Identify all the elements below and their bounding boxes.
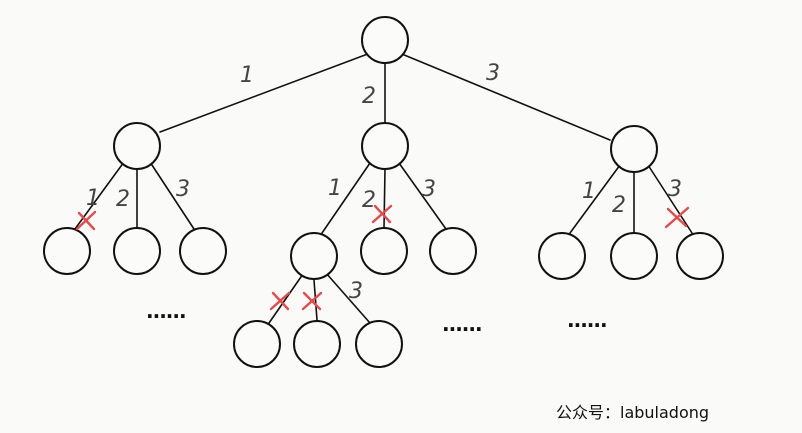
edge-deep-1 (268, 273, 304, 324)
ellipsis-left: ...... (146, 299, 186, 323)
edge-label-mid-2: 2 (362, 188, 376, 213)
edge-label-root-right: 3 (486, 61, 500, 86)
edge-label-right-3: 3 (668, 177, 682, 202)
ellipsis-middle: ...... (442, 312, 482, 336)
pruned-cross-deep-2 (301, 291, 323, 311)
edge-label-mid-3: 3 (422, 177, 436, 202)
edge-label-root-left: 1 (240, 63, 254, 88)
edge-mid-1 (321, 162, 371, 234)
edge-label-mid-1: 1 (328, 176, 342, 201)
tree-node-left-1 (43, 227, 91, 275)
pruned-cross-deep-1 (269, 291, 291, 311)
pruned-cross-left-1 (75, 210, 97, 231)
tree-node-mid-1 (290, 232, 338, 280)
edge-mid-3 (398, 162, 447, 230)
tree-node-left-3 (179, 227, 227, 275)
edge-mid-2 (383, 168, 386, 229)
tree-node-mid (361, 122, 409, 170)
tree-node-left (113, 122, 161, 170)
tree-node-right-1 (538, 232, 586, 280)
tree-node-mid-2 (360, 227, 408, 275)
tree-node-deep-1 (233, 320, 281, 368)
edge-label-root-mid: 2 (362, 84, 376, 109)
edge-right-1 (569, 164, 621, 234)
tree-node-deep-3 (355, 320, 403, 368)
edge-right-3 (647, 164, 693, 234)
pruned-cross-mid-2 (371, 204, 393, 224)
tree-node-right-2 (610, 232, 658, 280)
edge-left-3 (149, 161, 195, 230)
edge-root-left (159, 51, 374, 133)
edge-label-right-1: 1 (582, 179, 596, 204)
tree-node-mid-3 (429, 227, 477, 275)
edge-label-left-1: 1 (86, 186, 100, 211)
edge-deep-3 (325, 272, 371, 324)
edge-deep-2 (313, 279, 318, 321)
edge-label-left-2: 2 (116, 187, 130, 212)
ellipsis-right: ...... (567, 308, 607, 332)
edge-label-deep-3: 3 (349, 279, 363, 304)
edge-label-right-2: 2 (612, 193, 626, 218)
watermark: 公众号：labuladong (556, 403, 709, 422)
tree-node-left-2 (113, 227, 161, 275)
tree-node-deep-2 (293, 320, 341, 368)
tree-node-right (610, 125, 658, 173)
pruned-cross-right-3 (664, 206, 690, 229)
edge-root-right (396, 51, 611, 141)
tree-node-root (361, 16, 409, 64)
edge-label-left-3: 3 (176, 177, 190, 202)
tree-node-right-3 (676, 232, 724, 280)
